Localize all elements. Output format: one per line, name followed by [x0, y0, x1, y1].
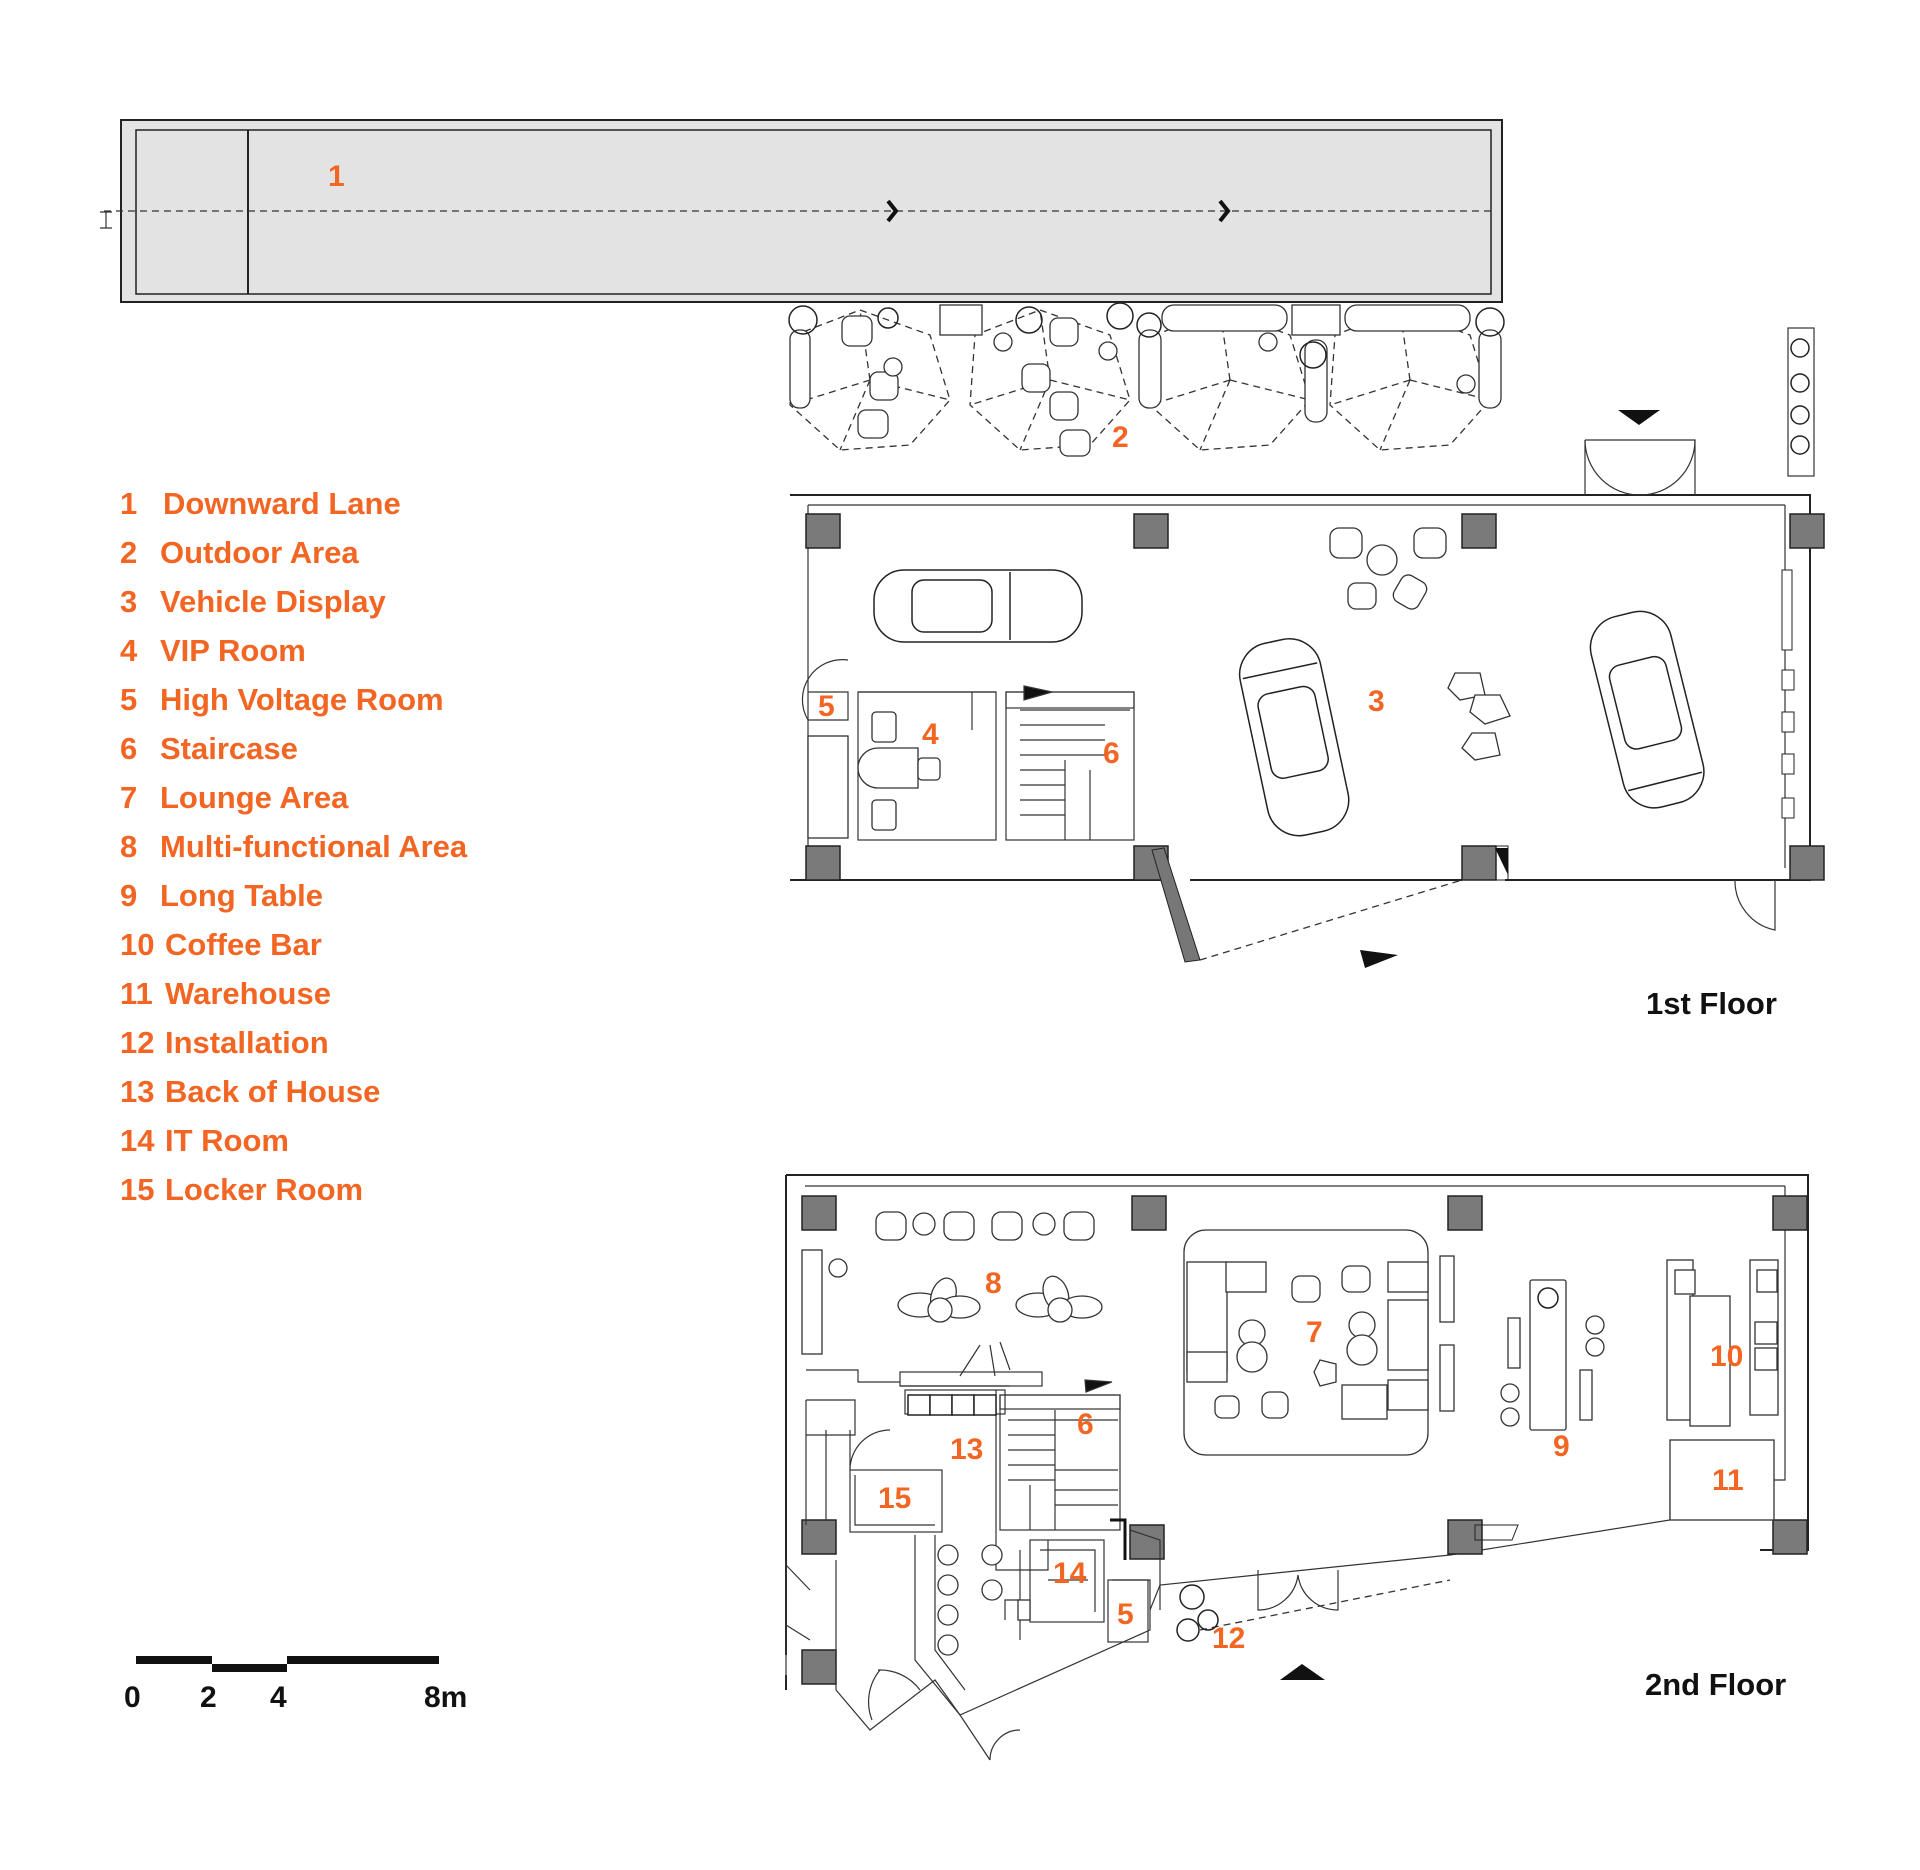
label-installation: 12	[1212, 1622, 1245, 1655]
legend-label: Multi-functional Area	[160, 829, 468, 864]
plant-icon	[788, 302, 1505, 369]
legend-label: Downward Lane	[163, 486, 401, 521]
label-outdoor-area: 2	[1112, 421, 1129, 454]
label-back-of-house: 13	[950, 1433, 983, 1466]
label-locker-room: 15	[878, 1482, 911, 1515]
legend-label: High Voltage Room	[160, 682, 444, 717]
second-floor-title: 2nd Floor	[1645, 1667, 1786, 1702]
scale-bar: 0 2 4 8m	[124, 1656, 467, 1714]
label-it-room: 14	[1053, 1557, 1087, 1590]
legend-number: 15	[120, 1172, 154, 1207]
label-vip-room: 4	[922, 718, 939, 751]
entrance-arrow	[1360, 950, 1398, 968]
legend-number: 3	[120, 584, 137, 619]
entrance-arrow	[1280, 1664, 1325, 1680]
staircase-1	[1005, 685, 1135, 841]
second-floor-plan	[785, 1174, 1809, 1761]
legend-number: 5	[120, 682, 137, 717]
scale-tick-4: 4	[270, 1681, 287, 1714]
legend-label: Warehouse	[165, 976, 331, 1011]
planter	[789, 329, 1502, 423]
legend-number: 13	[120, 1074, 154, 1109]
label-lounge-area: 7	[1306, 1316, 1323, 1349]
legend-number: 4	[120, 633, 138, 668]
car-icon	[873, 569, 1083, 643]
outdoor-area	[788, 302, 1815, 477]
legend-label: Long Table	[160, 878, 323, 913]
label-long-table: 9	[1553, 1430, 1570, 1463]
car-icon	[1589, 610, 1705, 809]
legend-number: 8	[120, 829, 137, 864]
plant-icon	[1176, 1287, 1559, 1642]
label-staircase-1: 6	[1103, 737, 1120, 770]
legend-label: VIP Room	[160, 633, 306, 668]
scale-tick-0: 0	[124, 1681, 141, 1714]
legend-number: 11	[120, 976, 153, 1011]
label-high-voltage-room-2: 5	[1117, 1598, 1134, 1631]
legend-label: Outdoor Area	[160, 535, 359, 570]
direction-arrow	[886, 199, 899, 223]
staircase-2	[999, 1379, 1121, 1531]
legend-label: Back of House	[165, 1074, 380, 1109]
label-vehicle-display: 3	[1368, 685, 1385, 718]
label-downward-lane: 1	[328, 160, 345, 193]
legend-number: 2	[120, 535, 137, 570]
legend-label: IT Room	[165, 1123, 289, 1158]
legend-number: 7	[120, 780, 137, 815]
legend-label: Staircase	[160, 731, 298, 766]
legend: 1 Downward Lane 2 Outdoor Area 3 Vehicle Disp…	[120, 486, 468, 1207]
scale-tick-8m: 8m	[424, 1681, 467, 1714]
direction-arrow	[1218, 199, 1231, 223]
label-staircase-2: 6	[1077, 1408, 1094, 1441]
legend-number: 9	[120, 878, 137, 913]
first-floor-title: 1st Floor	[1646, 986, 1777, 1021]
entrance-arrow	[1618, 410, 1660, 425]
bench	[939, 304, 1471, 336]
legend-label: Installation	[165, 1025, 329, 1060]
legend-number: 10	[120, 927, 154, 962]
legend-label: Lounge Area	[160, 780, 349, 815]
label-high-voltage-room-1: 5	[818, 690, 835, 723]
legend-number: 14	[120, 1123, 155, 1158]
legend-label: Coffee Bar	[165, 927, 322, 962]
car-icon	[1238, 638, 1350, 837]
scale-tick-2: 2	[200, 1681, 217, 1714]
label-coffee-bar: 10	[1710, 1340, 1743, 1373]
lounge-rug	[1183, 1229, 1429, 1456]
label-warehouse: 11	[1712, 1464, 1744, 1497]
legend-number: 12	[120, 1025, 154, 1060]
umbrella-table	[1329, 309, 1491, 451]
downward-lane	[100, 119, 1503, 303]
legend-label: Vehicle Display	[160, 584, 386, 619]
label-multi-functional-area: 8	[985, 1267, 1002, 1300]
legend-label: Locker Room	[165, 1172, 363, 1207]
legend-number: 1	[120, 486, 137, 521]
first-floor-plan	[790, 410, 1825, 968]
legend-number: 6	[120, 731, 137, 766]
